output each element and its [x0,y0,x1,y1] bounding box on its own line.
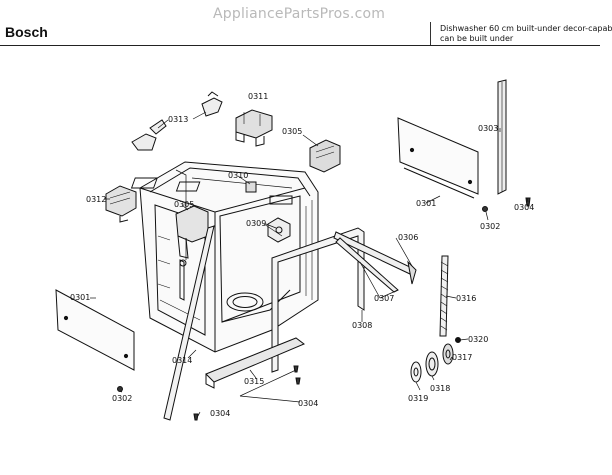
watermark: AppliancePartsPros.com [213,6,386,22]
header-rule [0,45,600,46]
callout-0302: 0302 [480,222,500,231]
callout-0320: 0320 [468,335,488,344]
callout-0304: 0304 [210,409,230,418]
description-line-2: can be built under [440,34,514,43]
model-description: Dishwasher 60 cm built-under decor-capab… [440,24,612,44]
callout-0302: 0302 [112,394,132,403]
callout-0312: 0312 [86,195,106,204]
callout-0313: 0313 [168,115,188,124]
callout-0308: 0308 [352,321,372,330]
part-0310 [245,181,257,193]
part-0305-right [309,139,341,173]
part-0312 [105,185,137,223]
callout-0304: 0304 [514,203,534,212]
part-0301-right-panel [397,117,479,199]
screws [117,197,531,421]
callout-0301: 0301 [70,293,90,302]
callout-0305: 0305 [282,127,302,136]
part-0309 [263,217,291,243]
callout-0318: 0318 [430,384,450,393]
part-0313 [131,91,223,151]
callout-0304: 0304 [298,399,318,408]
part-0303 [497,79,507,195]
callout-0311: 0311 [248,92,268,101]
callout-0315: 0315 [244,377,264,386]
callout-0319: 0319 [408,394,428,403]
part-0315 [205,337,305,389]
callout-0301: 0301 [416,199,436,208]
callout-0309: 0309 [246,219,266,228]
part-0301-left-panel [55,289,135,371]
part-0311 [235,109,273,147]
description-line-1: Dishwasher 60 cm built-under decor-capab [440,24,612,33]
part-0314 [163,225,215,421]
leader-lines [90,111,529,417]
brand-title: Bosch [5,24,48,40]
callout-0314: 0314 [172,356,192,365]
callout-0306: 0306 [398,233,418,242]
callout-0317: 0317 [452,353,472,362]
callout-0307: 0307 [374,294,394,303]
part-0316 [439,255,449,337]
callout-0316: 0316 [456,294,476,303]
callout-0305: 0305 [174,200,194,209]
callout-0303: 0303 [478,124,498,133]
part-0306-0307 [333,231,417,293]
part-0308 [271,227,365,373]
callout-labels: 0311 0313 0305 0303 0310 0312 0305 0309 … [70,92,534,418]
header-divider [430,22,431,46]
callout-0310: 0310 [228,171,248,180]
